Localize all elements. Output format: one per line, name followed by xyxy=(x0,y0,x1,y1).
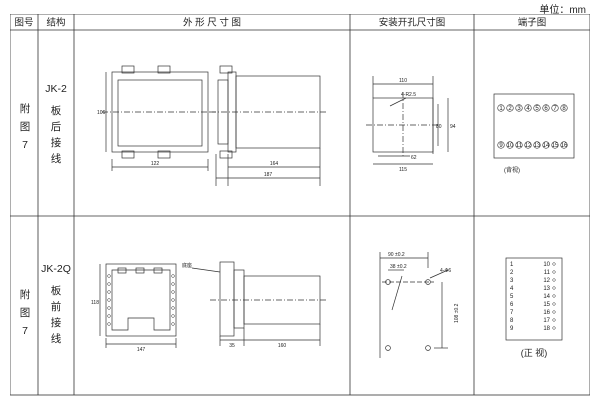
row1-dim-height: 106 xyxy=(97,110,106,116)
svg-text:11: 11 xyxy=(544,270,551,276)
row2-outline-drawing xyxy=(99,261,328,348)
row1-fig-char-1: 附 xyxy=(20,102,31,115)
row1-terminal-board xyxy=(493,93,575,159)
svg-text:8: 8 xyxy=(562,106,566,112)
svg-text:15: 15 xyxy=(543,302,550,308)
row1-mount-total-width: 115 xyxy=(399,167,407,173)
svg-text:6: 6 xyxy=(544,106,548,112)
row1-mount-hole-spacing: 62 xyxy=(411,155,417,161)
row1-terminals-top: 1 2 3 4 5 6 7 8 xyxy=(497,104,568,112)
row1-mount-drawing xyxy=(366,76,449,165)
row2-dim-height: 118 xyxy=(91,300,99,306)
svg-text:2: 2 xyxy=(508,106,512,112)
svg-text:13: 13 xyxy=(543,286,550,292)
svg-text:3: 3 xyxy=(517,106,521,112)
row2-fig-char-3: 7 xyxy=(22,325,28,337)
row1-mount-radius: 4-R2.5 xyxy=(401,92,416,98)
svg-text:7: 7 xyxy=(553,106,557,112)
svg-text:14: 14 xyxy=(543,143,550,149)
svg-text:17: 17 xyxy=(543,318,550,324)
svg-text:12: 12 xyxy=(543,278,550,284)
row2-mount-hole-width: 90 ±0.2 xyxy=(388,252,405,258)
row2-terminals-left: 1 2 3 4 5 6 7 8 9 xyxy=(510,262,514,332)
row2-terminal-board xyxy=(505,257,563,341)
row1-terminal-note: (背视) xyxy=(504,166,520,174)
row2-terminal-note: (正 视) xyxy=(521,347,548,358)
row1-terminals-bottom: 9 10 11 12 13 14 15 16 xyxy=(497,141,568,149)
svg-text:18: 18 xyxy=(543,326,550,332)
svg-text:4: 4 xyxy=(510,286,514,292)
row1-struct-char-1: 板 xyxy=(51,104,62,117)
svg-text:3: 3 xyxy=(510,278,514,284)
svg-text:14: 14 xyxy=(543,294,550,300)
row1-struct-code: JK-2 xyxy=(45,83,67,95)
svg-text:12: 12 xyxy=(525,143,532,149)
row1-dim-front-width: 122 xyxy=(151,161,160,167)
row1-fig-char-2: 图 xyxy=(20,121,31,133)
svg-text:7: 7 xyxy=(510,310,514,316)
row1-dim-total-length: 187 xyxy=(264,172,273,178)
row1-outline-drawing xyxy=(102,65,328,186)
row1-struct-char-4: 线 xyxy=(51,152,62,165)
row2-dim-front-width: 147 xyxy=(137,347,146,353)
svg-text:15: 15 xyxy=(552,143,559,149)
svg-text:16: 16 xyxy=(543,310,550,316)
svg-text:5: 5 xyxy=(535,106,539,112)
header-outline: 外 形 尺 寸 图 xyxy=(183,17,241,29)
svg-text:9: 9 xyxy=(510,326,514,332)
svg-text:11: 11 xyxy=(516,143,523,149)
table-lines xyxy=(10,14,590,396)
unit-label: 单位：mm xyxy=(539,5,586,16)
row2-mount-hole-height: 108 ±0.2 xyxy=(454,303,460,323)
row2-struct-char-3: 接 xyxy=(51,316,62,329)
row2-struct-code: JK-2Q xyxy=(41,263,71,275)
svg-text:10: 10 xyxy=(507,143,514,149)
svg-text:8: 8 xyxy=(510,318,514,324)
row2-mount-hole-spec: 4-Φ6 xyxy=(440,268,451,274)
svg-text:16: 16 xyxy=(561,143,568,149)
row1-dim-body-length: 164 xyxy=(270,161,279,167)
row1-mount-width: 110 xyxy=(399,78,407,84)
svg-text:2: 2 xyxy=(510,270,514,276)
row2-outline-terminal-dots xyxy=(107,274,175,326)
svg-text:5: 5 xyxy=(510,294,514,300)
row1-fig-char-3: 7 xyxy=(22,139,28,151)
row2-mount-drawing xyxy=(379,252,449,358)
svg-text:4: 4 xyxy=(526,106,530,112)
row1-struct-char-3: 接 xyxy=(51,136,62,149)
dimension-table: 图号 结构 外 形 尺 寸 图 安装开孔尺寸图 端子图 附 图 7 JK-2 板… xyxy=(10,14,590,396)
header-mounting: 安装开孔尺寸图 xyxy=(379,17,446,29)
svg-text:9: 9 xyxy=(499,143,503,149)
svg-text:13: 13 xyxy=(534,143,541,149)
row2-dim-body-length: 160 xyxy=(278,343,287,349)
row2-struct-char-1: 板 xyxy=(51,284,62,297)
header-structure: 结构 xyxy=(46,17,65,29)
row2-fig-char-1: 附 xyxy=(20,288,31,301)
header-fig-no: 图号 xyxy=(14,18,33,29)
row1-struct-char-2: 后 xyxy=(51,121,62,133)
row1-mount-hole-height: 80 xyxy=(436,124,442,130)
row2-struct-char-2: 前 xyxy=(51,300,62,313)
svg-text:6: 6 xyxy=(510,302,514,308)
row2-terminals-right: 10 11 12 13 14 15 16 17 18 xyxy=(543,262,550,332)
row2-dim-base-depth: 35 xyxy=(229,343,235,349)
row2-struct-char-4: 线 xyxy=(51,332,62,345)
row1-mount-height: 94 xyxy=(450,124,456,130)
row2-fig-char-2: 图 xyxy=(20,307,31,319)
row2-terminal-dots xyxy=(552,262,556,330)
svg-text:1: 1 xyxy=(499,106,503,112)
header-terminals: 端子图 xyxy=(518,17,547,29)
svg-text:10: 10 xyxy=(543,262,550,268)
svg-text:1: 1 xyxy=(510,262,514,268)
row2-base-label: 底座 xyxy=(182,262,192,269)
row2-mount-hole-offset: 38 ±0.2 xyxy=(390,264,407,270)
